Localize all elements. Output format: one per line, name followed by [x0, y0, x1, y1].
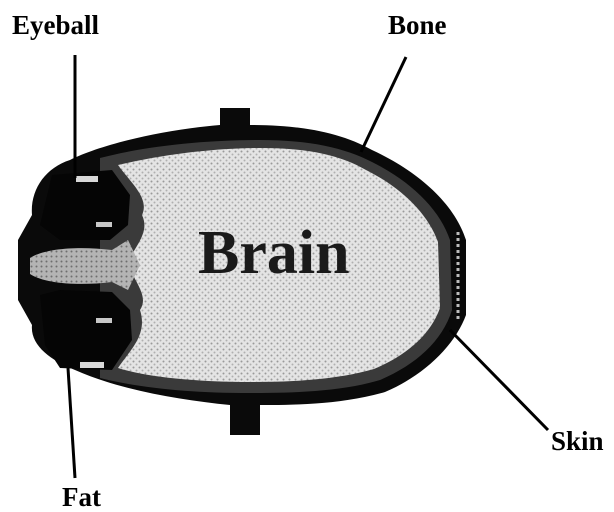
skin-leader-line — [450, 330, 548, 430]
brain-label: Brain — [198, 222, 350, 284]
fat-label: Fat — [62, 484, 101, 511]
orbital-fat-lower — [40, 290, 132, 370]
eyeball-label: Eyeball — [12, 12, 99, 39]
bone-leader-line — [361, 57, 406, 152]
fat-leader-line — [68, 368, 75, 478]
bone-label: Bone — [388, 12, 447, 39]
skin-label: Skin — [551, 428, 604, 455]
fat-highlight-2 — [96, 318, 112, 323]
fat-highlight-1 — [96, 222, 112, 227]
eye-highlight-lower — [80, 362, 104, 368]
eye-highlight-upper — [76, 176, 98, 182]
